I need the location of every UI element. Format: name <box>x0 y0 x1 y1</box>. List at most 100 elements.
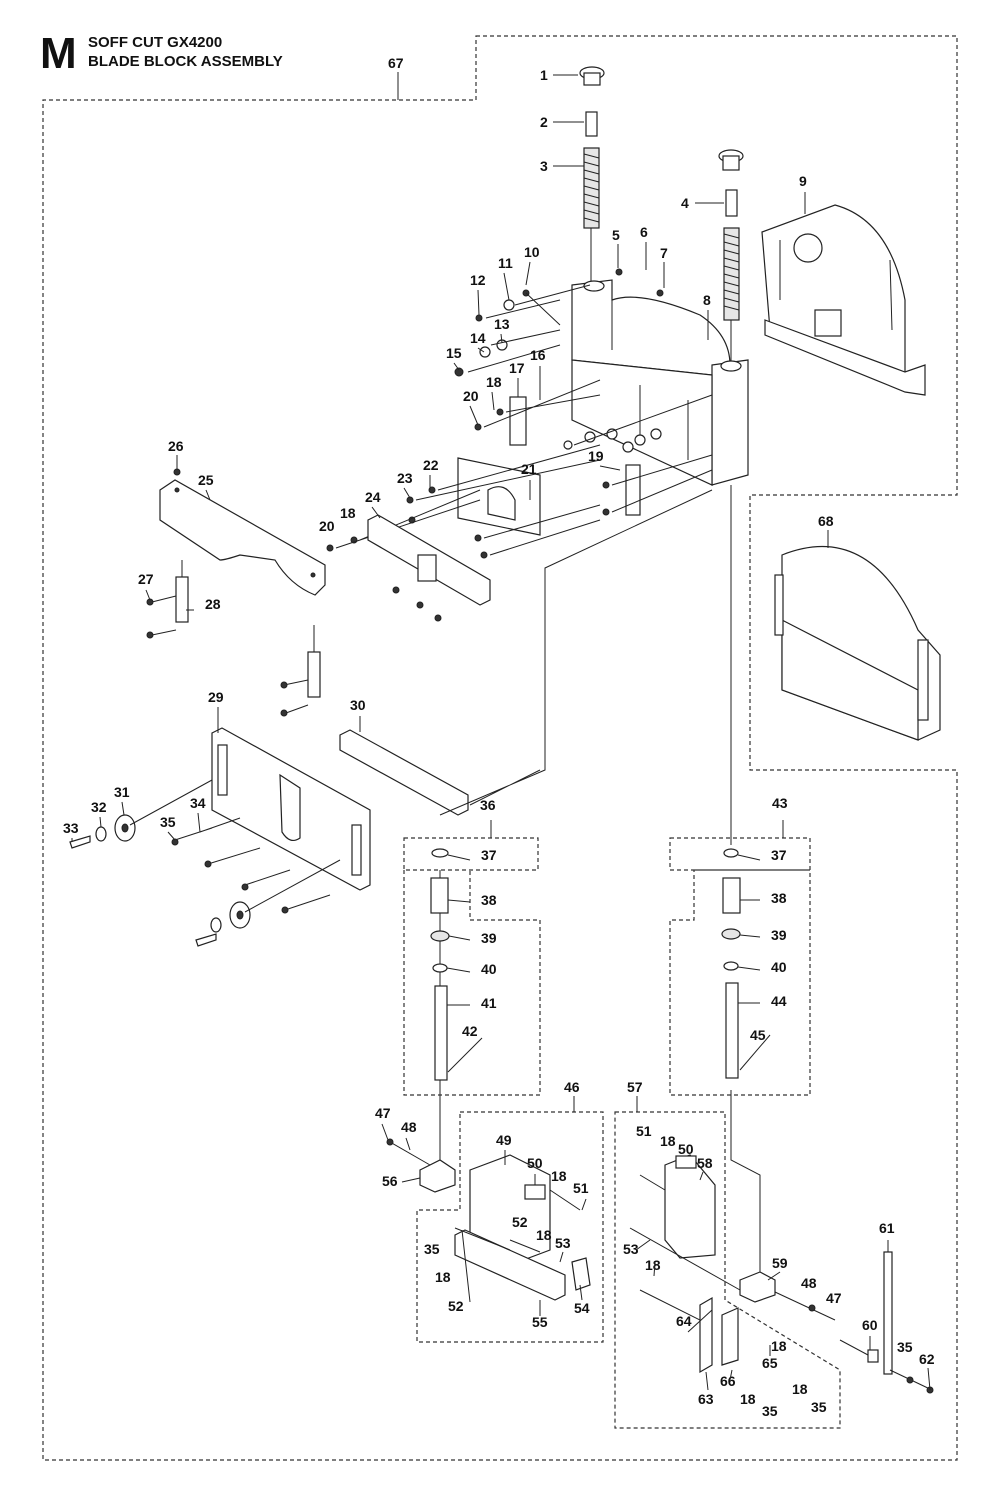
callout-50b: 50 <box>678 1141 694 1157</box>
washer-31-part <box>114 814 136 842</box>
spring-right-part <box>723 227 740 321</box>
callout-37b: 37 <box>771 847 787 863</box>
callout-41: 41 <box>481 995 497 1011</box>
callout-46: 46 <box>564 1079 580 1095</box>
bearing-39-part <box>430 930 450 942</box>
callout-52: 52 <box>448 1298 464 1314</box>
section-letter: M <box>40 29 77 78</box>
callout-20b: 20 <box>319 518 335 534</box>
rod-61-part <box>883 1251 893 1375</box>
bolt-33-part <box>69 835 91 849</box>
pin-45-part <box>739 1034 771 1071</box>
pin-2-part <box>585 111 598 137</box>
callout-67: 67 <box>388 55 404 71</box>
block-56-part <box>419 1159 456 1193</box>
plate-64-part <box>721 1307 739 1366</box>
group-57-border <box>614 1111 841 1429</box>
pin-42-part <box>447 1037 483 1073</box>
callout-6: 6 <box>640 224 648 240</box>
callout-54: 54 <box>574 1300 590 1316</box>
callout-52b: 52 <box>512 1214 528 1230</box>
housing-58-part <box>664 1154 716 1259</box>
callout-47b: 47 <box>826 1290 842 1306</box>
assembly-67-border <box>42 35 958 1461</box>
callout-18j: 18 <box>792 1381 808 1397</box>
callout-35b: 35 <box>424 1241 440 1257</box>
callout-5: 5 <box>612 227 620 243</box>
group-43-border <box>669 837 811 1096</box>
callout-26: 26 <box>168 438 184 454</box>
callout-44: 44 <box>771 993 787 1009</box>
callout-18i: 18 <box>740 1391 756 1407</box>
callout-35d: 35 <box>811 1399 827 1415</box>
guard-68-part <box>774 546 941 741</box>
callout-55: 55 <box>532 1314 548 1330</box>
callout-23: 23 <box>397 470 413 486</box>
callout-58: 58 <box>697 1155 713 1171</box>
callout-29: 29 <box>208 689 224 705</box>
callout-18h: 18 <box>645 1257 661 1273</box>
callout-10: 10 <box>524 244 540 260</box>
callout-4: 4 <box>681 195 689 211</box>
plug-1-part <box>579 66 605 86</box>
callout-45: 45 <box>750 1027 766 1043</box>
plate-63-part <box>699 1296 713 1374</box>
callout-53: 53 <box>555 1235 571 1251</box>
cap-37-part <box>431 848 449 858</box>
callout-18k: 35 <box>897 1339 913 1355</box>
callout-18b: 18 <box>340 505 356 521</box>
callout-22: 22 <box>423 457 439 473</box>
callout-42: 42 <box>462 1023 478 1039</box>
callout-68: 68 <box>818 513 834 529</box>
callout-31: 31 <box>114 784 130 800</box>
plate-25-part <box>159 479 326 596</box>
callout-35: 35 <box>160 814 176 830</box>
pin-4-part <box>725 189 738 217</box>
plug-right-part <box>718 149 744 171</box>
rail-30-part <box>339 729 469 816</box>
spring-3-part <box>583 147 600 229</box>
callout-59: 59 <box>772 1255 788 1271</box>
callout-48b: 48 <box>801 1275 817 1291</box>
callout-25: 25 <box>198 472 214 488</box>
rail-55-part <box>454 1229 566 1301</box>
callout-27: 27 <box>138 571 154 587</box>
callout-38: 38 <box>481 892 497 908</box>
callout-17: 17 <box>509 360 525 376</box>
callout-48: 48 <box>401 1119 417 1135</box>
callout-18d: 18 <box>660 1133 676 1149</box>
callout-39b: 39 <box>771 927 787 943</box>
assembly-title: BLADE BLOCK ASSEMBLY <box>88 53 283 70</box>
shaft-41-part <box>434 985 448 1081</box>
callout-49: 49 <box>496 1132 512 1148</box>
block-50-part <box>524 1184 546 1200</box>
callout-18c: 18 <box>771 1338 787 1354</box>
group-36-border <box>403 837 541 1096</box>
callout-34: 34 <box>190 795 206 811</box>
block-59-part <box>739 1271 776 1303</box>
callout-63: 63 <box>698 1391 714 1407</box>
callout-53b: 53 <box>623 1241 639 1257</box>
callout-20: 20 <box>463 388 479 404</box>
bar-24-part <box>367 514 491 606</box>
blade-guard-9-part <box>761 204 926 396</box>
callout-43: 43 <box>772 795 788 811</box>
sleeve-38-part <box>430 877 449 914</box>
callout-18e: 18 <box>551 1168 567 1184</box>
plate-29-part <box>211 727 371 891</box>
callout-19: 19 <box>588 448 604 464</box>
callout-18: 18 <box>486 374 502 390</box>
callout-1: 1 <box>540 67 548 83</box>
callout-39: 39 <box>481 930 497 946</box>
callout-12: 12 <box>470 272 486 288</box>
callout-32: 32 <box>91 799 107 815</box>
callout-47: 47 <box>375 1105 391 1121</box>
bracket-28b-part <box>307 651 321 698</box>
callout-30: 30 <box>350 697 366 713</box>
callout-66: 66 <box>720 1373 736 1389</box>
callout-21: 21 <box>521 461 537 477</box>
callout-24: 24 <box>365 489 381 505</box>
shaft-44-part <box>725 982 739 1079</box>
main-frame-8-part <box>571 279 749 486</box>
